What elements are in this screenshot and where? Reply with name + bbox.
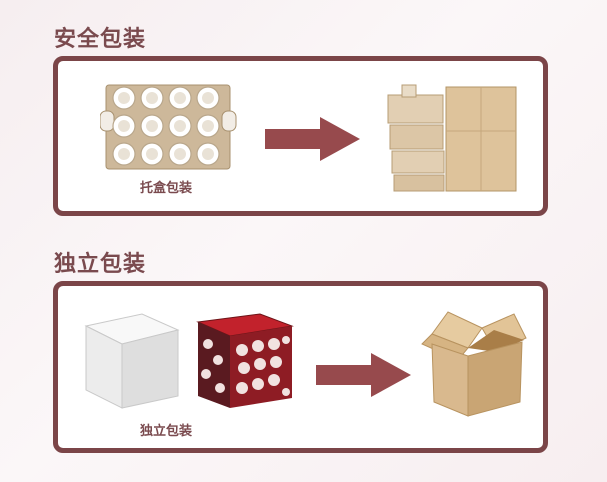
mug-tray-image (100, 84, 237, 170)
section1-panel: 托盒包装 (53, 56, 548, 216)
white-box-image (84, 313, 180, 409)
right-arrow-icon (316, 353, 411, 397)
section2-caption: 独立包装 (140, 424, 193, 439)
section1-heading: 安全包装 (54, 27, 147, 52)
section1-caption: 托盒包装 (140, 181, 193, 196)
open-carton-image (421, 311, 527, 417)
printed-gift-box-image (196, 313, 294, 408)
section2-panel: 独立包装 (53, 281, 548, 453)
shipping-boxes-image (387, 84, 517, 192)
section2-heading: 独立包装 (54, 252, 147, 277)
right-arrow-icon (265, 117, 360, 161)
